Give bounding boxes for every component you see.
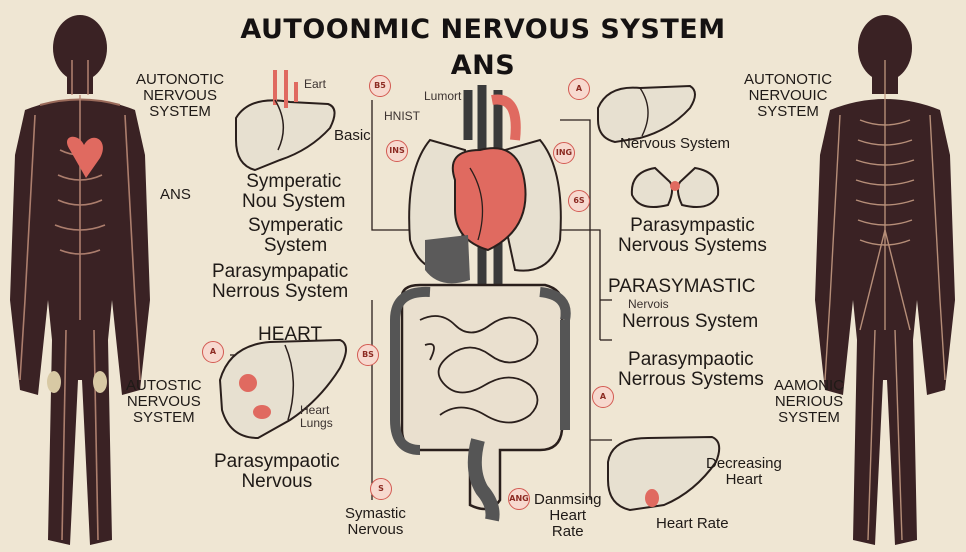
label-parasympatic-1-text: Parasympapatic Nerrous System [212,261,349,302]
small-lungs-icon [630,166,720,208]
label-symperatic-1-text: Symperatic Nou System [242,171,346,212]
label-symperatic-1: Symperatic Nou System [242,172,345,212]
label-decreasing-heart: Decreasing Heart [706,456,782,488]
label-symperatic-2: Symperatic System [248,216,343,256]
badge-s: S [370,478,392,500]
badge-a: A [568,78,590,100]
label-eart: Eart [304,77,327,91]
upper-right-liver-icon [597,84,696,144]
badge-a2: A [202,341,224,363]
badge-a3: A [592,386,614,408]
label-parasymastic-caps: PARASYMASTIC [608,276,756,297]
label-left-top: AUTONOTIC NERVOUS SYSTEM [136,72,224,119]
label-heart-lungs: Heart Lungs [300,404,333,429]
badge-bs: BS [357,344,379,366]
left-body-figure-icon [10,15,150,545]
label-right-bottom: AAMONIC NERIOUS SYSTEM [774,378,844,425]
label-right-top: AUTONOTIC NERVOUIC SYSTEM [744,72,832,119]
page-subtitle: ANS [450,50,516,81]
label-parasympaotic-nervous: Parasympaotic Nervous [214,452,340,492]
central-heart-lungs-icon [408,85,562,300]
label-heart-lungs-text: Heart Lungs [300,403,333,430]
label-danmsing-heart-rate: Danmsing Heart Rate [534,492,602,539]
lower-liver-icon [218,338,347,440]
label-danmsing-heart-rate-text: Danmsing Heart Rate [534,491,602,540]
badge-ing: ING [553,142,575,164]
label-right-bottom-text: AAMONIC NERIOUS SYSTEM [774,377,845,426]
label-nervois: Nervois [628,297,669,311]
label-basic: Basic [334,127,371,144]
label-parasympaotic-nervous-text: Parasympaotic Nervous [214,451,340,492]
label-symperatic-2-text: Symperatic System [248,215,344,256]
label-parasympastic-systems: Parasympastic Nervous Systems [618,216,767,256]
badge-b5: B5 [369,75,391,97]
label-parasympaotic-systems-text: Parasympaotic Nerrous Systems [618,349,764,390]
label-decreasing-heart-text: Decreasing Heart [706,455,782,488]
label-left-ans: ANS [160,186,191,203]
label-parasympatic-1: Parasympapatic Nerrous System [212,262,348,302]
label-nervous-system: Nervous System [620,135,731,152]
page-title: AUTOONMIC NERVOUS SYSTEM [240,14,726,45]
label-parasympaotic-systems: Parasympaotic Nerrous Systems [618,350,764,390]
label-heart-rate: Heart Rate [656,515,729,532]
label-left-bottom-text: AUTOSTIC NERVOUS SYSTEM [126,377,202,426]
label-nerrous-system: Nerrous System [622,311,759,332]
label-right-top-text: AUTONOTIC NERVOUIC SYSTEM [744,71,833,120]
label-lumort: Lumort [424,89,462,103]
intestines-icon [390,283,571,522]
upper-liver-icon [235,70,336,172]
lower-right-liver-icon [607,435,721,512]
label-symastic-nervous: Symastic Nervous [345,506,406,538]
label-symastic-nervous-text: Symastic Nervous [345,505,406,538]
label-parasympastic-systems-text: Parasympastic Nervous Systems [618,215,767,256]
label-left-top-text: AUTONOTIC NERVOUS SYSTEM [136,71,225,120]
badge-6s: 6S [568,190,590,212]
right-body-figure-icon [815,15,955,545]
label-left-bottom: AUTOSTIC NERVOUS SYSTEM [126,378,202,425]
badge-ang: ANG [508,488,530,510]
label-heart: HEART [258,324,323,345]
label-hnist: HNIST [384,109,420,123]
badge-ins: INS [386,140,408,162]
